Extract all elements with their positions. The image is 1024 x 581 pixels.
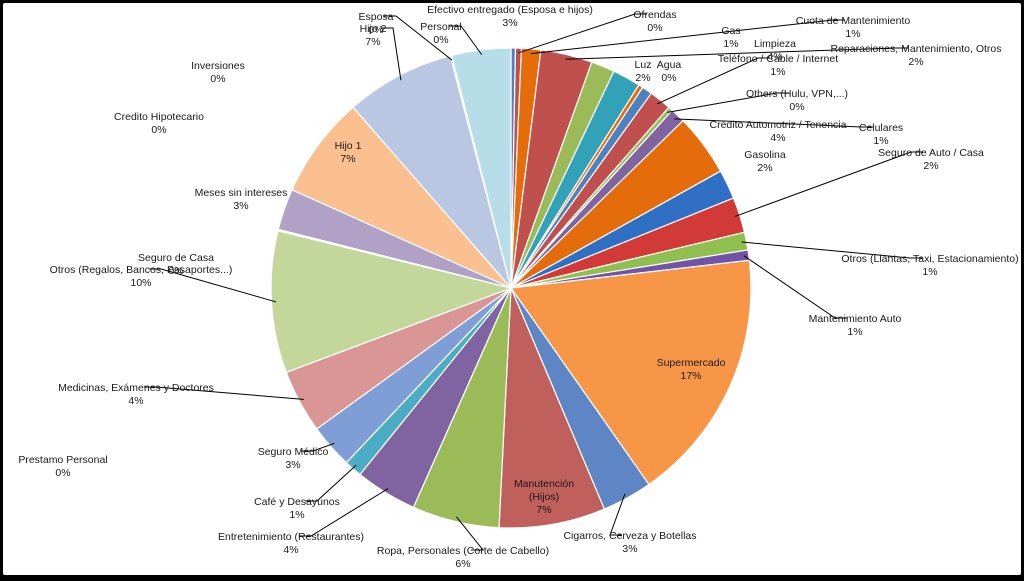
pie-chart: Efectivo entregado (Esposa e hijos)3% Ofr… <box>18 4 1018 570</box>
slice-manutencion-hijos <box>498 287 606 529</box>
label-efectivo-entregado-esposa-e-hijos: Efectivo entregado (Esposa e hijos)3% <box>427 4 593 29</box>
label-otros-regalos-bancos-pasaportes: Otros (Regalos, Bancos, Pasaportes...)10… <box>50 264 233 289</box>
slice-hijo-1 <box>291 106 512 289</box>
slice-personal <box>450 47 512 289</box>
label-entretenimiento-restaurantes: Entretenimiento (Restaurantes)4% <box>218 531 364 556</box>
leader-mantenimiento-auto <box>743 255 847 319</box>
leader-hijo-2 <box>381 27 402 81</box>
slice-supermercado <box>509 259 752 486</box>
leader-seguro-de-auto-casa <box>734 151 923 217</box>
label-others-hulu-vpn: Others (Hulu, VPN,...)0% <box>746 88 848 113</box>
leader-otros-regalos-bancos-pasaportes <box>149 268 277 303</box>
leader-others-hulu-vpn <box>667 92 789 113</box>
leader-cafe-y-desayunos <box>305 464 357 502</box>
leader-telefono-cable-internet <box>657 57 770 105</box>
label-otros-llantas-taxi-estacionamiento: Otros (Llantas, Taxi, Estacionamiento)1% <box>841 253 1018 278</box>
leader-cigarros-cerveza-y-botellas <box>609 493 626 536</box>
chart-area: Efectivo entregado (Esposa e hijos)3% Ofr… <box>3 3 1021 575</box>
leader-celulares <box>674 118 873 128</box>
leader-reparaciones-mantenimiento-otros <box>565 47 908 60</box>
slice-hijo-2 <box>352 55 512 289</box>
leader-esposa <box>384 15 453 61</box>
label-ropa-personales-corte-de-cabello: Ropa, Personales (Corte de Cabello)6% <box>377 545 549 570</box>
slice-otros-regalos-bancos-pasaportes <box>270 230 514 374</box>
leader-cuota-de-mantenimiento <box>530 19 845 55</box>
leader-ropa-personales-corte-de-cabello <box>456 516 485 551</box>
leader-ofrendas <box>518 13 647 54</box>
leader-entretenimiento-restaurantes <box>299 488 389 537</box>
leader-personal <box>449 25 483 55</box>
leader-otros-llantas-taxi-estacionamiento <box>741 241 922 259</box>
leader-seguro-medico <box>301 442 335 452</box>
leader-medicinas-examenes-y-doctores <box>144 386 304 400</box>
label-manutencion-hijos: Manutención(Hijos)7% <box>514 478 574 516</box>
